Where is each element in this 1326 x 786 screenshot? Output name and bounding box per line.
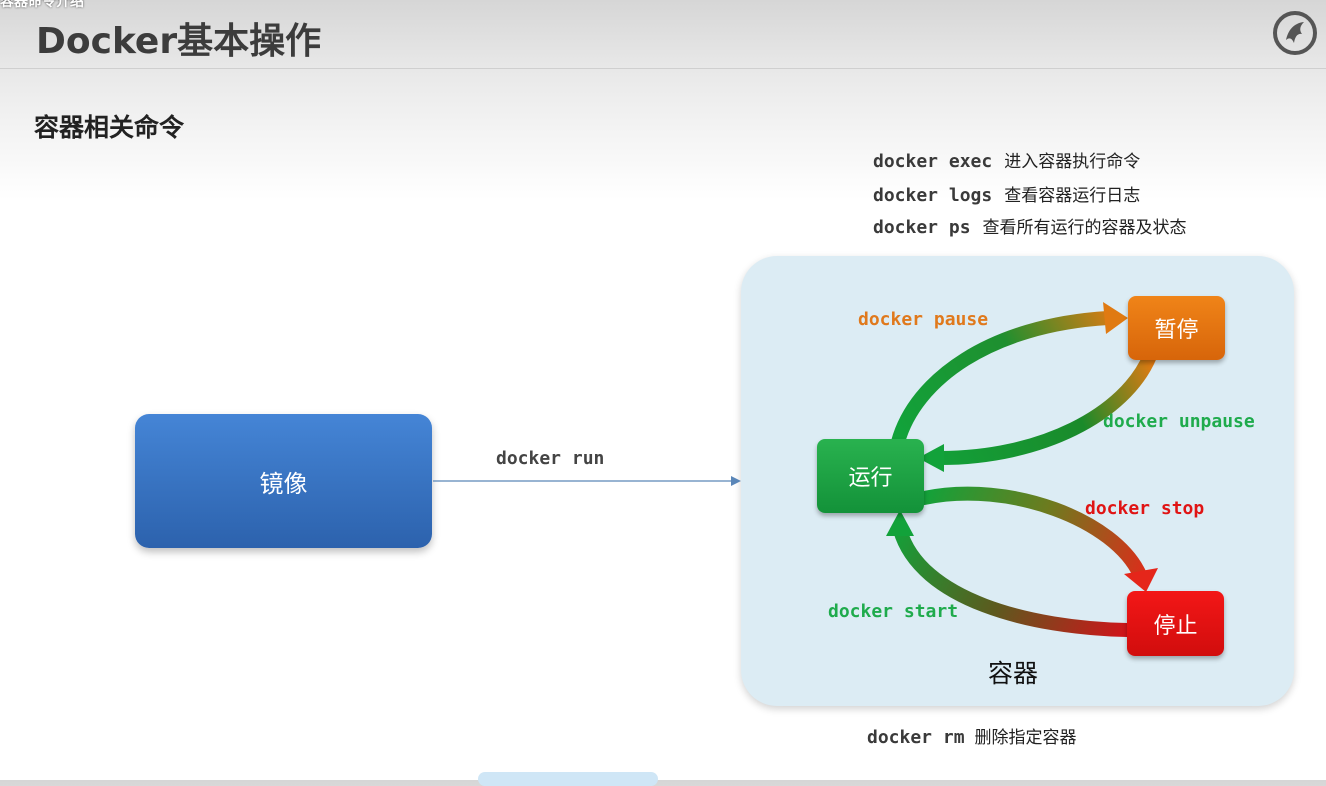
clipped-header-text: 容器命令介绍 [0, 0, 84, 10]
state-running: 运行 [817, 439, 924, 513]
start-arrow [893, 523, 1134, 637]
run-arrowhead [731, 476, 741, 486]
state-stopped: 停止 [1127, 591, 1224, 656]
command-rm: docker rm 删除指定容器 [867, 723, 1077, 748]
command-desc: 进入容器执行命令 [1004, 152, 1141, 172]
action-stop-label: docker stop [1085, 498, 1205, 519]
state-running-label: 运行 [848, 466, 893, 491]
action-unpause-label: docker unpause [1103, 411, 1255, 432]
command-desc: 查看所有运行的容器及状态 [982, 218, 1187, 238]
pause-arrow [891, 311, 1115, 449]
command-code: docker rm [867, 727, 965, 748]
command-exec: docker exec 进入容器执行命令 [873, 147, 1140, 172]
pause-arrowhead [1103, 302, 1128, 334]
container-label: 容器 [988, 659, 1039, 688]
state-stopped-label: 停止 [1153, 613, 1198, 639]
stop-arrowhead [1124, 568, 1158, 592]
command-desc: 查看容器运行日志 [1004, 186, 1141, 206]
stop-arrow [917, 486, 1147, 582]
image-node-label: 镜像 [259, 469, 308, 498]
start-arrowhead [886, 510, 914, 536]
bottom-decoration [478, 772, 658, 786]
command-code: docker exec [873, 151, 993, 172]
horse-logo-icon [1273, 11, 1317, 55]
command-code: docker ps [873, 217, 971, 238]
state-paused: 暂停 [1128, 296, 1225, 360]
action-pause-label: docker pause [858, 309, 989, 330]
command-ps: docker ps 查看所有运行的容器及状态 [873, 213, 1187, 238]
command-logs: docker logs 查看容器运行日志 [873, 181, 1140, 206]
unpause-arrowhead [918, 444, 944, 472]
state-paused-label: 暂停 [1154, 318, 1199, 343]
action-start-label: docker start [828, 601, 959, 622]
unpause-arrow [933, 349, 1157, 465]
header-divider [0, 68, 1326, 69]
section-subtitle: 容器相关命令 [34, 113, 185, 142]
command-desc: 删除指定容器 [974, 728, 1077, 748]
image-node: 镜像 [135, 414, 432, 548]
run-command-label: docker run [496, 448, 605, 469]
command-code: docker logs [873, 185, 993, 206]
page-title: Docker基本操作 [36, 21, 322, 62]
